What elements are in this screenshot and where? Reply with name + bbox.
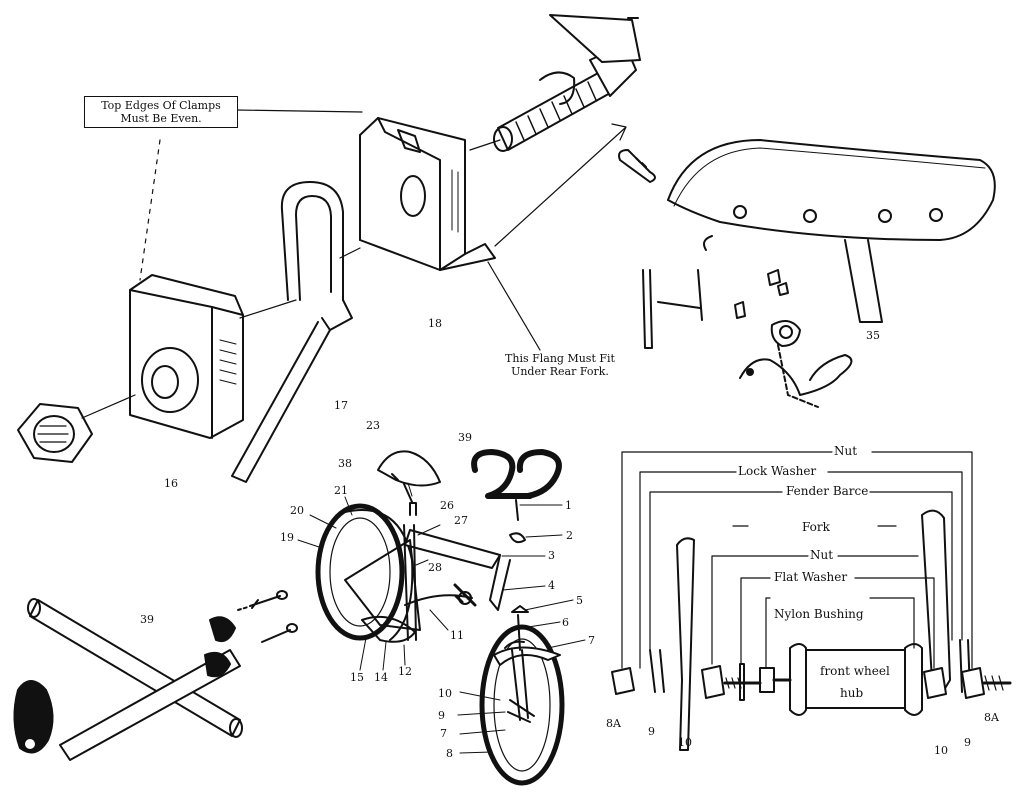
callout-9-center: 9	[438, 709, 445, 722]
callout-14: 14	[374, 671, 388, 684]
small-hardware	[509, 532, 529, 613]
callout-9-right: 9	[964, 736, 971, 749]
hub-label-flat-washer: Flat Washer	[774, 570, 848, 584]
hub-label-hub: hub	[840, 686, 864, 700]
flange-note-line1: This Flang Must Fit	[505, 352, 615, 365]
callout-8a-right: 8A	[984, 711, 999, 724]
handlebar-center	[471, 449, 562, 521]
callout-20: 20	[290, 504, 304, 517]
callout-39-bottom: 39	[140, 613, 154, 626]
callout-10-center: 10	[438, 687, 452, 700]
callout-17: 17	[334, 399, 348, 412]
hub-label-nut-inner: Nut	[810, 548, 834, 562]
callout-11: 11	[450, 629, 464, 642]
hub-label-fork: Fork	[802, 520, 830, 534]
bike-frame	[344, 502, 511, 643]
center-leader-lines	[297, 482, 586, 754]
hub-label-nylon-bushing: Nylon Bushing	[774, 607, 864, 621]
callout-7: 7	[588, 634, 595, 647]
callout-38: 38	[338, 457, 352, 470]
clamps-note-line1: Top Edges Of Clamps	[101, 99, 221, 112]
clamps-note-line2: Must Be Even.	[120, 112, 202, 125]
callout-19: 19	[280, 531, 294, 544]
callout-4: 4	[548, 579, 555, 592]
callout-23: 23	[366, 419, 380, 432]
callout-3: 3	[548, 549, 555, 562]
callout-16: 16	[164, 477, 178, 490]
callout-9-left: 9	[648, 725, 655, 738]
callout-28: 28	[428, 561, 442, 574]
callout-18: 18	[428, 317, 442, 330]
clamps-note: Top Edges Of Clamps Must Be Even.	[84, 96, 238, 128]
callout-2: 2	[566, 529, 573, 542]
callout-15: 15	[350, 671, 364, 684]
seat-35	[618, 139, 996, 408]
callout-1: 1	[565, 499, 572, 512]
callout-5: 5	[576, 594, 583, 607]
clamp-16	[129, 274, 244, 439]
callout-21: 21	[334, 484, 348, 497]
clamp-18	[359, 117, 496, 271]
hex-nut	[17, 403, 93, 463]
callout-39-top: 39	[458, 431, 472, 444]
small-seat-23	[377, 450, 441, 503]
hub-leader-lines	[621, 451, 973, 669]
hub-label-front-wheel: front wheel	[820, 664, 890, 678]
callout-10-left: 10	[678, 736, 692, 749]
hub-exploded-view	[611, 509, 1012, 751]
callout-8a-left: 8A	[606, 717, 621, 730]
assembly-guide-lines	[81, 109, 627, 419]
callout-27: 27	[454, 514, 468, 527]
callout-6: 6	[562, 616, 569, 629]
callout-8: 8	[446, 747, 453, 760]
callout-35: 35	[866, 329, 880, 342]
flange-note: This Flang Must Fit Under Rear Fork.	[490, 352, 630, 378]
threaded-bolt	[493, 14, 641, 152]
callout-26: 26	[440, 499, 454, 512]
hub-label-lock-washer: Lock Washer	[738, 464, 817, 478]
callout-7-fork: 7	[440, 727, 447, 740]
hub-label-nut-top: Nut	[834, 444, 858, 458]
u-bolt-17	[231, 181, 353, 483]
handlebar-cross-detail	[13, 590, 298, 761]
front-wheel	[479, 614, 565, 786]
callout-10-right: 10	[934, 744, 948, 757]
callout-12: 12	[398, 665, 412, 678]
flange-note-line2: Under Rear Fork.	[511, 365, 609, 378]
hub-label-fender-brace: Fender Barce	[786, 484, 869, 498]
